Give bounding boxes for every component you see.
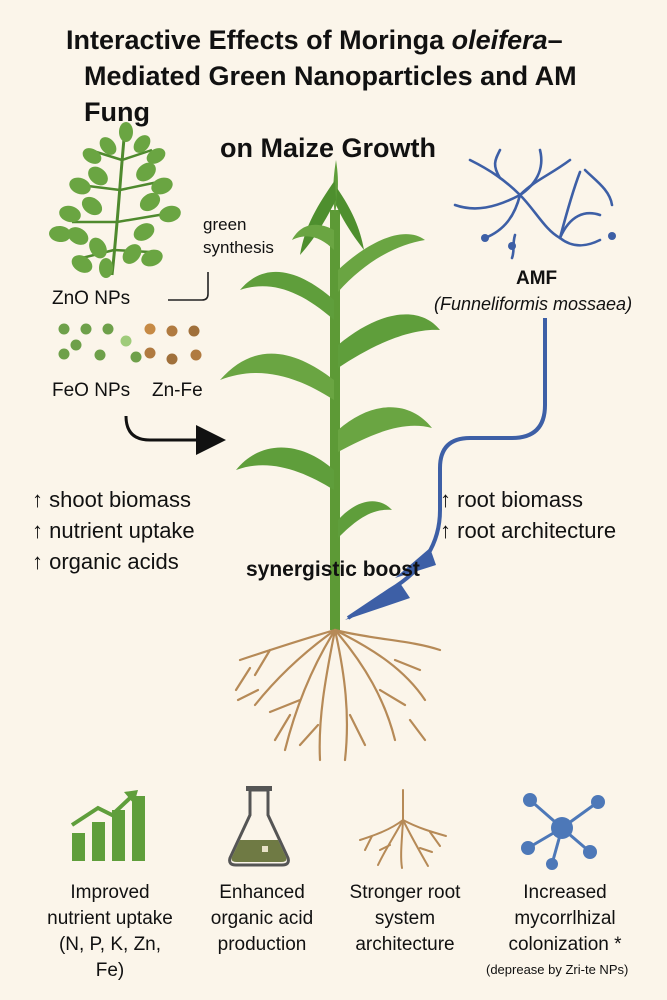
amf-label: AMF (516, 268, 558, 289)
amf-hyphae-icon (453, 148, 614, 260)
maize-plant-icon (220, 160, 440, 630)
right-effects: ↑ root biomass ↑ root architecture (440, 484, 616, 546)
root-icon (359, 789, 447, 869)
synergy-label: synergistic boost (246, 558, 420, 581)
amf-species-label: (Funneliformis mossaea) (434, 294, 633, 314)
flask-icon (228, 786, 290, 867)
moringa-leaves-icon (49, 122, 181, 278)
caption-nutrient-uptake: Improved nutrient uptake (N, P, K, Zn, F… (47, 882, 173, 981)
effect-root-architecture: ↑ root architecture (440, 518, 617, 543)
bar-chart-icon (70, 790, 145, 861)
effect-shoot-biomass: ↑ shoot biomass (32, 487, 191, 512)
caption-mycorrhizal-colonization: Increased mycorrlhizal colonization * (508, 882, 622, 955)
nanoparticle-dots (58, 323, 202, 365)
zno-label: ZnO NPs (52, 288, 131, 309)
np-to-plant-arrow (124, 415, 226, 455)
effect-organic-acids: ↑ organic acids (32, 549, 179, 574)
left-effects: ↑ shoot biomass ↑ nutrient uptake ↑ orga… (32, 484, 195, 577)
caption-root-architecture: Stronger root system architecture (349, 882, 461, 955)
synthesis-connector (168, 272, 209, 301)
footnote: (depreasе by Zri-te NPs) (486, 962, 629, 977)
feo-label: FeO NPs (52, 380, 131, 401)
effect-nutrient-uptake: ↑ nutrient uptake (32, 518, 195, 543)
root-system-icon (234, 628, 442, 762)
green-synthesis-label: green synthesis (203, 215, 274, 257)
molecule-icon (521, 793, 605, 870)
diagram-title: Interactive Effects of Moringa oleifera–… (66, 25, 577, 163)
effect-root-biomass: ↑ root biomass (440, 487, 584, 512)
caption-organic-acid: Enhanced organic acid production (210, 882, 314, 955)
znfe-label: Zn-Fe (152, 380, 203, 401)
